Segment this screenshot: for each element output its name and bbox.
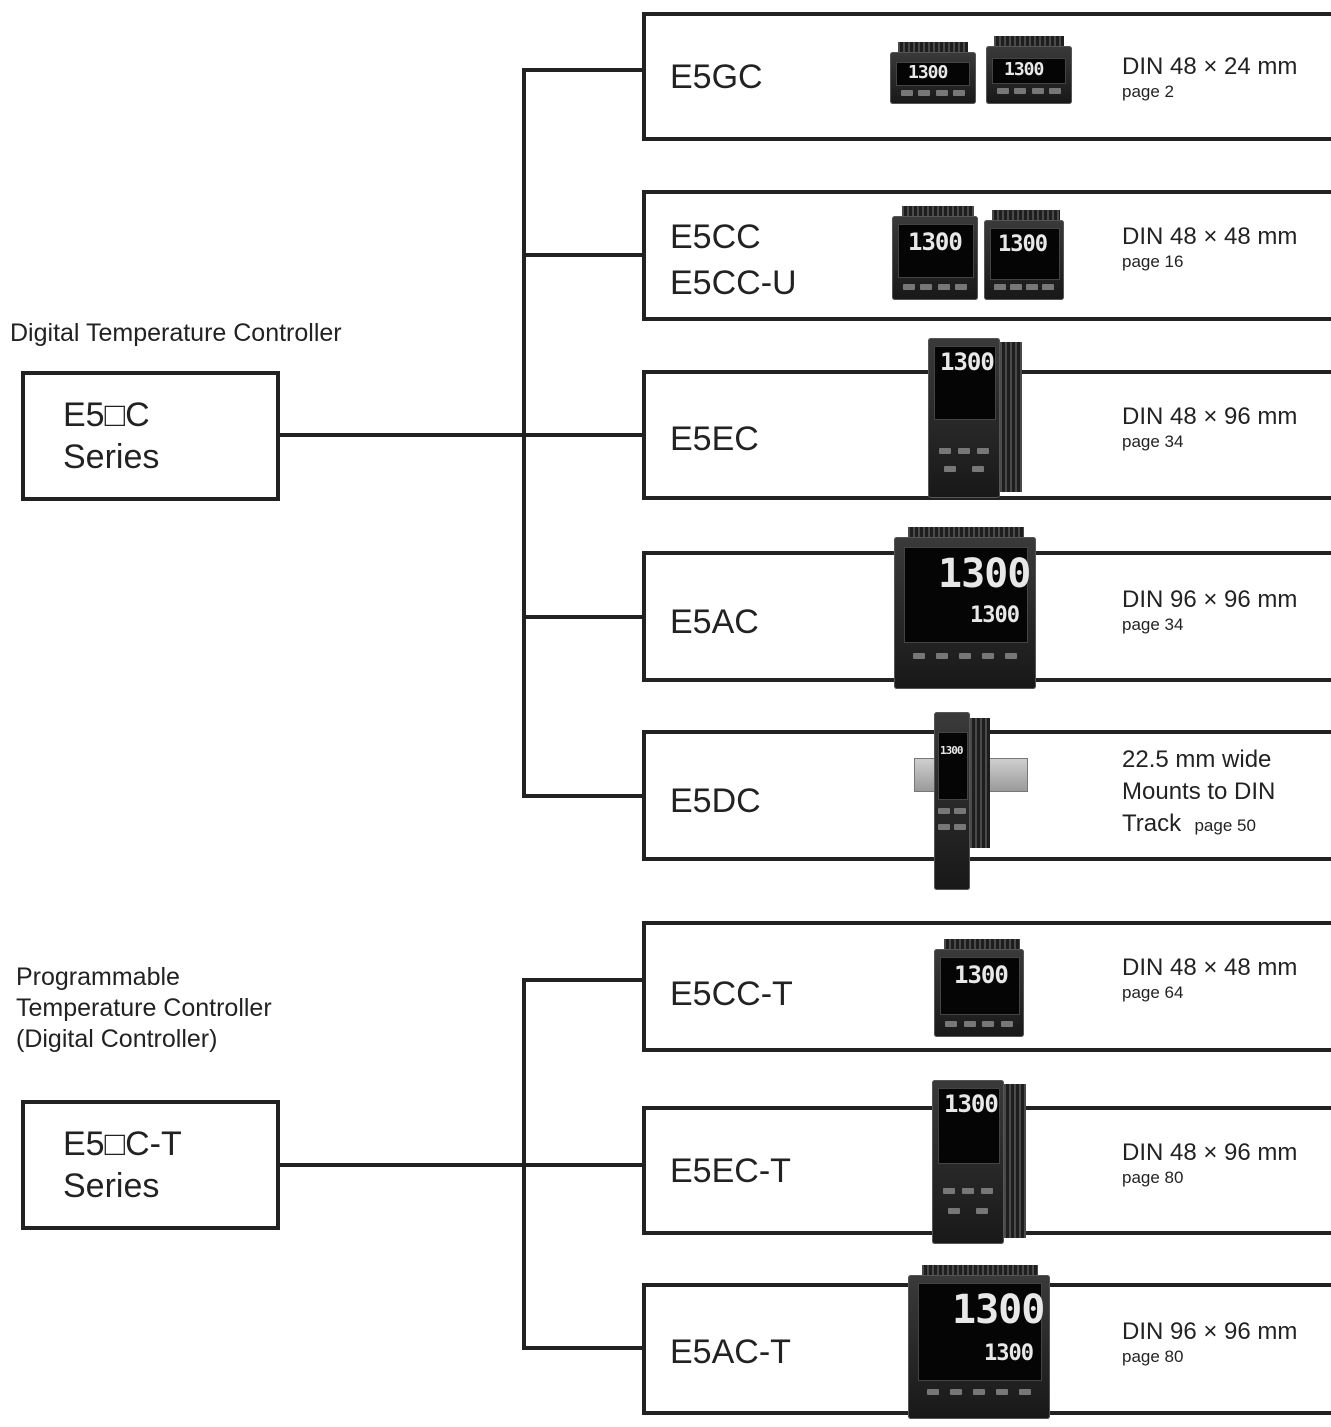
series-label: Series [63, 438, 160, 476]
model-name: E5DC [670, 778, 761, 824]
model-box-e5ac: E5AC 1300 1300 DIN 96 × 96 mm page 34 [642, 527, 1331, 689]
size-spec: DIN 96 × 96 mm page 34 [1122, 585, 1297, 635]
page-reference: page 50 [1194, 816, 1256, 835]
device-unit: 1300 [934, 712, 990, 890]
size-text: Track [1122, 810, 1182, 837]
series-name: E5□C-T [63, 1125, 182, 1163]
device-unit: 1300 [986, 36, 1072, 104]
model-name-line: E5DC [670, 782, 761, 820]
device-display: 1300 [1004, 59, 1044, 80]
model-name-line: E5CC [670, 218, 761, 256]
model-box-e5ec-t: E5EC-T 1300 DIN 48 × 96 mm page 80 [642, 1080, 1331, 1244]
device-display: 1300 [954, 961, 1009, 989]
size-text: DIN 96 × 96 mm [1122, 586, 1298, 613]
group-title-line: Temperature Controller [16, 994, 272, 1022]
model-name: E5AC [670, 599, 759, 645]
size-text: DIN 48 × 24 mm [1122, 53, 1298, 80]
device-display: 1300 [908, 62, 948, 83]
size-spec: DIN 48 × 96 mm page 80 [1122, 1138, 1297, 1188]
device-display: 1300 [940, 744, 963, 757]
size-spec: DIN 96 × 96 mm page 80 [1122, 1317, 1297, 1367]
size-spec: DIN 48 × 24 mm page 2 [1122, 52, 1297, 102]
model-box-e5ac-t: E5AC-T 1300 1300 DIN 96 × 96 mm page 80 [642, 1265, 1331, 1419]
device-image-e5ac: 1300 1300 [894, 527, 1036, 689]
page-reference: page 16 [1122, 252, 1184, 271]
size-spec: DIN 48 × 96 mm page 34 [1122, 402, 1297, 452]
device-display: 1300 [984, 1341, 1034, 1366]
device-display: 1300 [940, 348, 995, 376]
device-image-e5ac-t: 1300 1300 [908, 1265, 1050, 1419]
model-box-e5gc: E5GC 1300 1300 DIN 48 × 24 mm page 2 [642, 12, 1331, 141]
device-image-e5ec: 1300 [928, 338, 1022, 498]
model-name-line: E5CC-U [670, 264, 797, 302]
device-display: 1300 [998, 232, 1048, 257]
group-title-line: Programmable [16, 963, 180, 991]
size-text: Mounts to DIN [1122, 778, 1276, 805]
size-text: DIN 48 × 96 mm [1122, 1139, 1298, 1166]
model-name: E5EC-T [670, 1148, 791, 1194]
device-unit: 1300 [890, 42, 976, 104]
size-text: DIN 96 × 96 mm [1122, 1318, 1298, 1345]
model-name: E5GC [670, 54, 763, 100]
model-name: E5CC E5CC-U [670, 214, 797, 306]
page-reference: page 34 [1122, 432, 1184, 451]
series-box-e5c-t: E5□C-T Series [21, 1100, 280, 1230]
size-text: DIN 48 × 48 mm [1122, 954, 1298, 981]
model-name-line: E5EC-T [670, 1152, 791, 1190]
series-box-e5c: E5□C Series [21, 371, 280, 501]
model-name: E5EC [670, 416, 759, 462]
size-text: 22.5 mm wide [1122, 746, 1272, 773]
model-name-line: E5CC-T [670, 975, 793, 1013]
page-reference: page 80 [1122, 1168, 1184, 1187]
model-box-e5cc-t: E5CC-T 1300 DIN 48 × 48 mm page 64 [642, 921, 1331, 1052]
model-box-e5ec: E5EC 1300 DIN 48 × 96 mm page 34 [642, 338, 1331, 500]
device-display: 1300 [908, 228, 963, 256]
model-name: E5CC-T [670, 971, 793, 1017]
device-display: 1300 [970, 603, 1020, 628]
size-spec: DIN 48 × 48 mm page 16 [1122, 222, 1297, 272]
device-unit: 1300 [892, 206, 978, 300]
device-display: 1300 [944, 1090, 999, 1118]
model-box-e5cc: E5CC E5CC-U 1300 1300 DIN 48 × 48 mm pag… [642, 190, 1331, 321]
page-reference: page 2 [1122, 82, 1174, 101]
page-reference: page 80 [1122, 1347, 1184, 1366]
device-display: 1300 [938, 551, 1031, 597]
series-name: E5□C [63, 396, 150, 434]
group-title-line: (Digital Controller) [16, 1025, 218, 1053]
model-name-line: E5EC [670, 420, 759, 458]
group-title-line: Digital Temperature Controller [10, 319, 342, 347]
model-name-line: E5GC [670, 58, 763, 96]
device-display: 1300 [952, 1287, 1045, 1333]
device-image-e5cc-t: 1300 [934, 939, 1024, 1037]
group-title-digital: Digital Temperature Controller [10, 318, 342, 349]
size-text: DIN 48 × 96 mm [1122, 403, 1298, 430]
size-spec: DIN 48 × 48 mm page 64 [1122, 953, 1297, 1003]
group-title-programmable: Programmable Temperature Controller (Dig… [16, 962, 272, 1055]
model-box-e5dc: E5DC 1300 22.5 mm wide Mounts to DIN Tra… [642, 712, 1331, 890]
size-text: DIN 48 × 48 mm [1122, 223, 1298, 250]
page-reference: page 34 [1122, 615, 1184, 634]
model-name: E5AC-T [670, 1329, 791, 1375]
model-name-line: E5AC-T [670, 1333, 791, 1371]
size-spec: 22.5 mm wide Mounts to DIN Track page 50 [1122, 744, 1275, 842]
series-label: Series [63, 1167, 160, 1205]
device-image-e5ec-t: 1300 [932, 1080, 1026, 1244]
model-name-line: E5AC [670, 603, 759, 641]
page-reference: page 64 [1122, 983, 1184, 1002]
device-unit: 1300 [984, 210, 1064, 300]
